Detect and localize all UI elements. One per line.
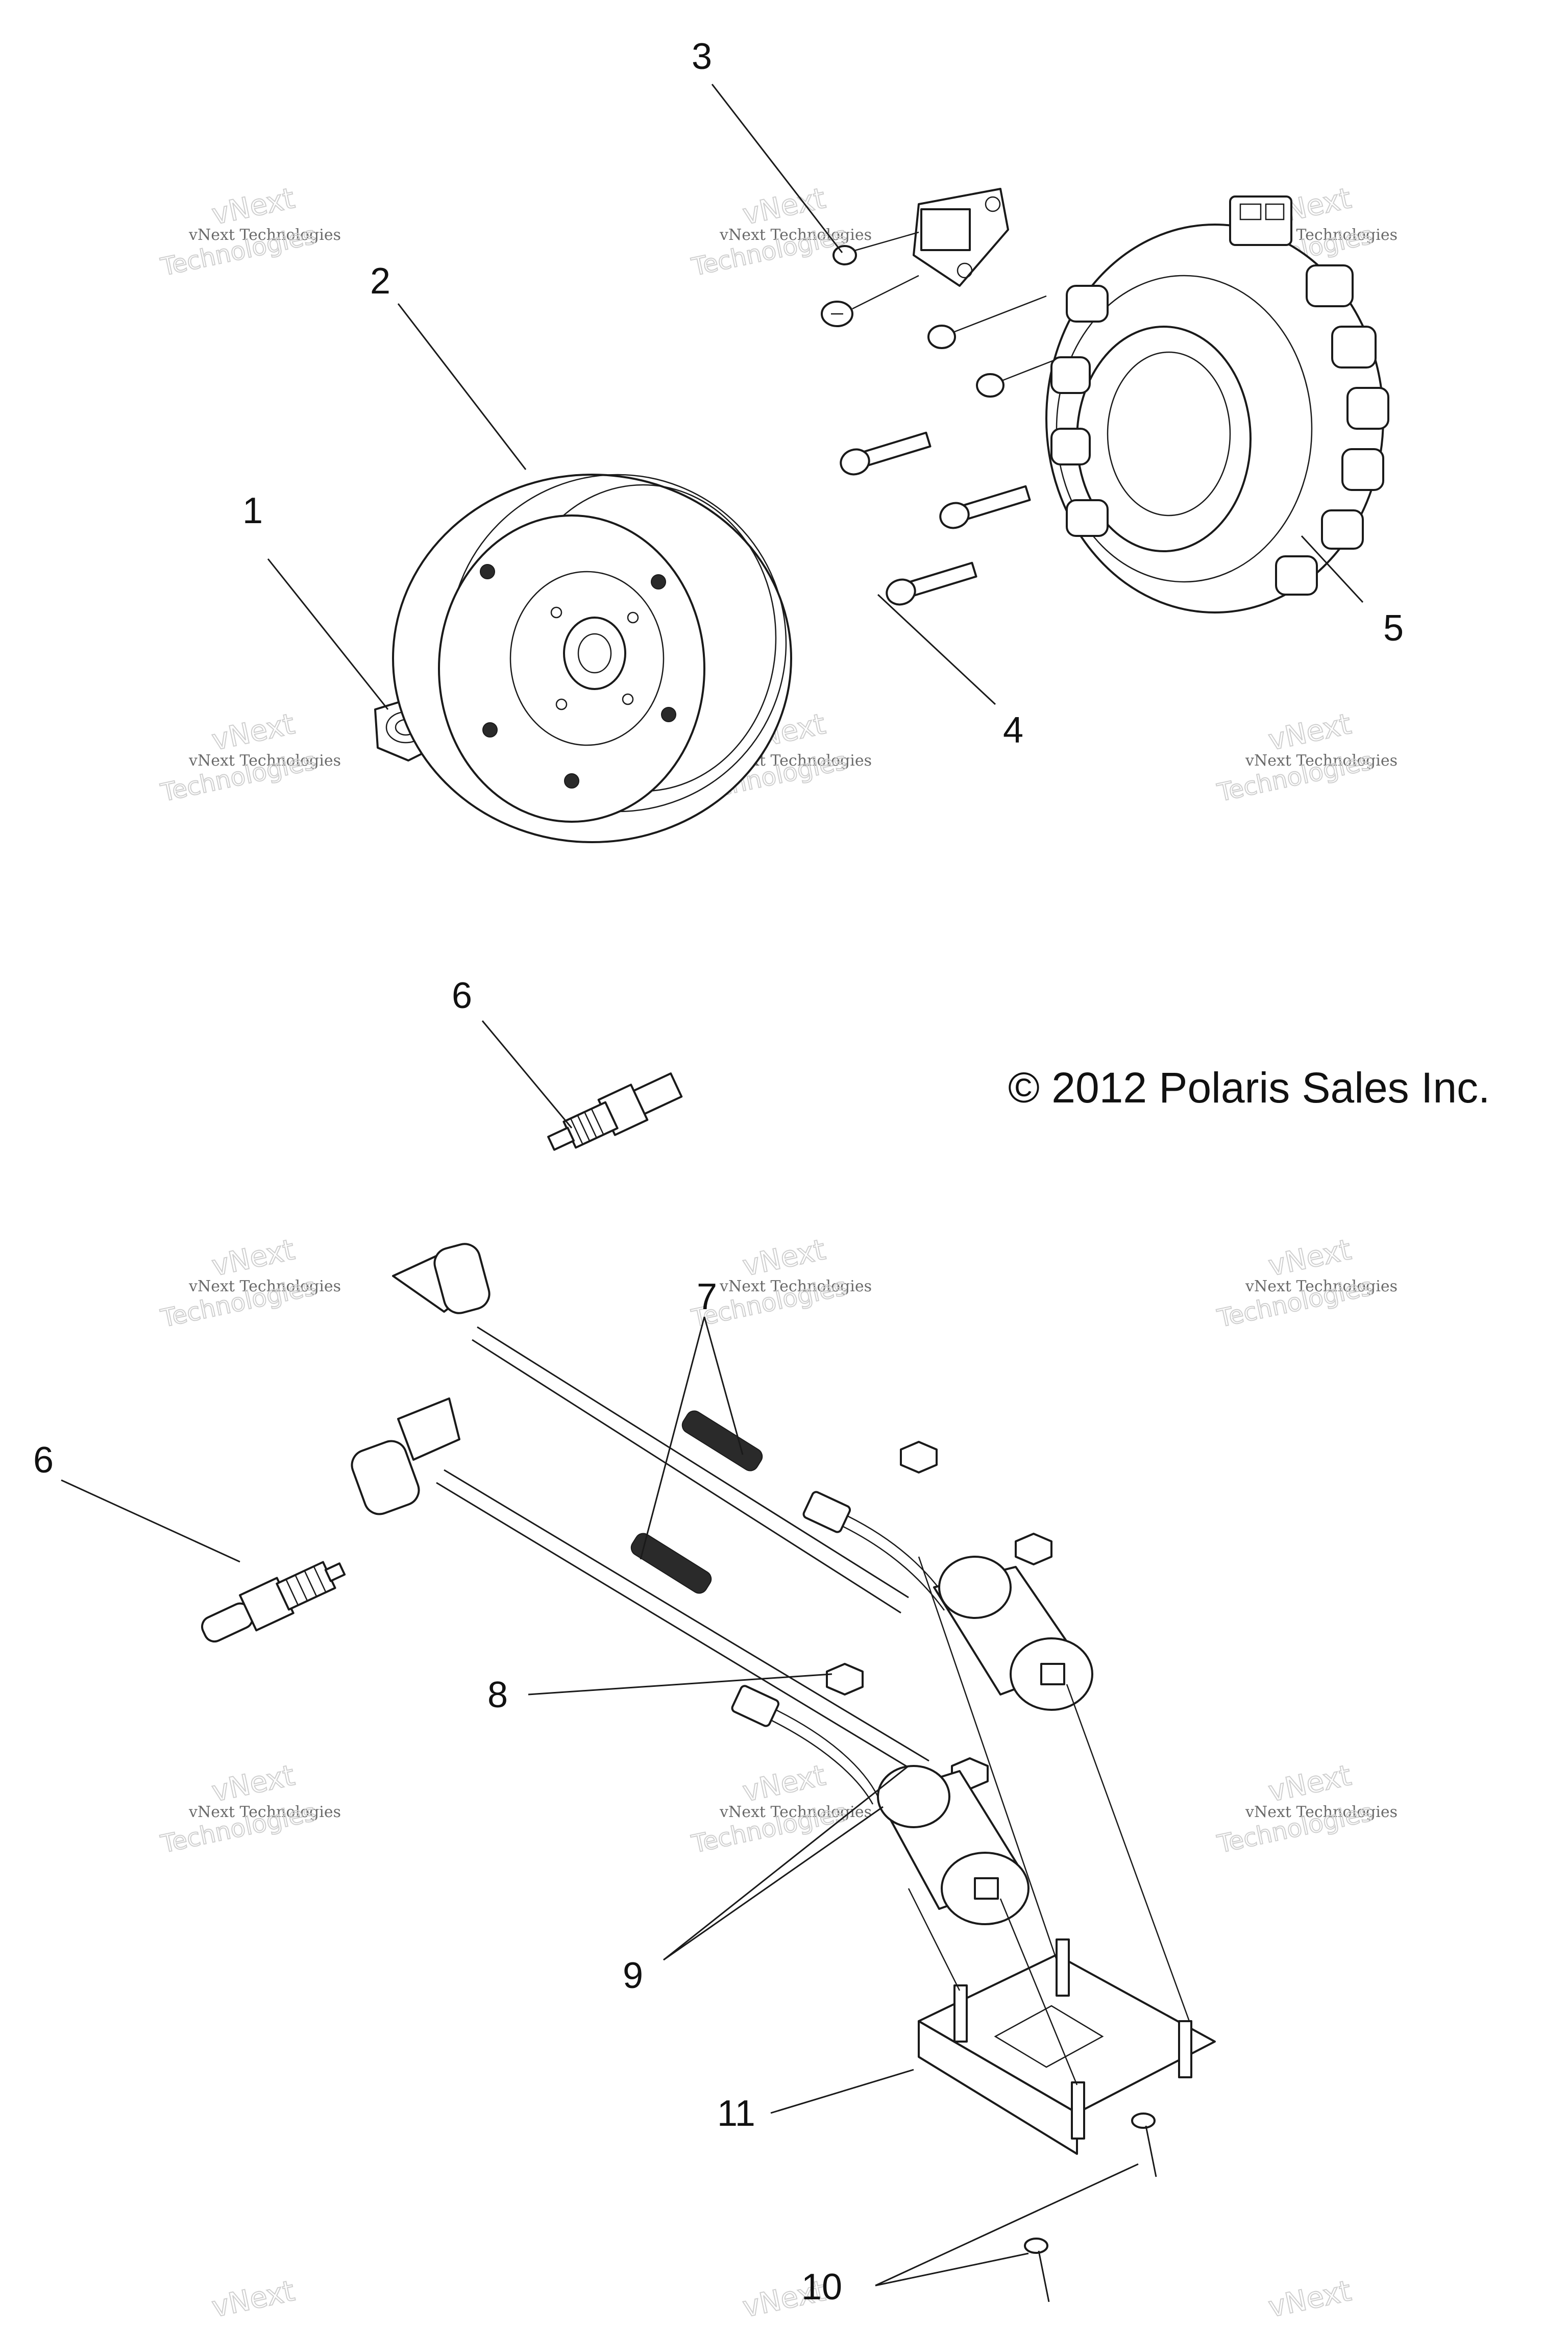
- watermark-outline-vnext: vNext: [209, 2274, 298, 2324]
- leader-lines: [61, 84, 1364, 2287]
- part-spark-plug-cable-lower: [351, 1397, 929, 1775]
- callout-8: 8: [487, 1675, 508, 1715]
- part-stator-bolt: [840, 295, 1062, 606]
- watermark-outline-vnext: vNext: [740, 182, 828, 232]
- leader-line-10b: [875, 2252, 1029, 2287]
- leader-line-11: [770, 2069, 914, 2114]
- leader-line-6-lower: [61, 1479, 240, 1563]
- part-coil-bracket: [918, 1938, 1216, 2155]
- callout-6-upper: 6: [452, 975, 472, 1016]
- part-sensor: [847, 188, 1009, 310]
- part-flywheel: [392, 474, 792, 843]
- callout-1: 1: [242, 490, 263, 531]
- leader-line-9b: [663, 1806, 884, 1961]
- watermark-outline-vnext: vNext: [1265, 707, 1354, 757]
- callout-4: 4: [1003, 710, 1023, 751]
- callout-7: 7: [697, 1276, 717, 1317]
- watermark: vNext vNext Technologies Technologies: [158, 1233, 341, 1334]
- leader-line-5: [1301, 535, 1364, 603]
- callout-6-lower: 6: [33, 1440, 54, 1481]
- watermark: vNext vNext Technologies Technologies: [1214, 1758, 1398, 1859]
- watermark-text: vNext Technologies: [188, 752, 341, 770]
- watermark-outline-vnext: vNext: [1265, 1759, 1354, 1809]
- callout-9: 9: [623, 1955, 643, 1996]
- watermark: vNext vNext Technologies Technologies: [689, 1758, 872, 1859]
- part-ignition-coil-lower: [877, 1765, 1030, 1925]
- watermark-outline-vnext: vNext: [209, 182, 298, 232]
- watermark-outline-vnext: vNext: [1265, 1233, 1354, 1283]
- leader-line-8: [528, 1673, 832, 1696]
- leader-line-6-upper: [481, 1020, 573, 1128]
- part-spark-plug-cable-upper: [392, 1243, 909, 1614]
- watermark-outline-vnext: vNext: [740, 1233, 828, 1283]
- leader-line-10a: [875, 2163, 1139, 2287]
- leader-line-3: [711, 84, 843, 253]
- watermark-outline-vnext: vNext: [209, 1759, 298, 1809]
- part-rivet: [1024, 2113, 1157, 2302]
- leader-line-9a: [663, 1765, 909, 1961]
- watermark-text: vNext Technologies: [188, 1278, 341, 1295]
- part-spark-plug-lower: [201, 1561, 346, 1643]
- watermark-text: vNext Technologies: [719, 1803, 872, 1821]
- watermark: vNext vNext Technologies Technologies: [158, 181, 341, 282]
- watermark: vNext vNext Technologies Technologies: [1214, 707, 1398, 808]
- watermark: vNext: [1265, 2274, 1355, 2325]
- callout-5: 5: [1383, 608, 1404, 649]
- watermark: vNext vNext Technologies Technologies: [158, 1758, 341, 1859]
- leader-line-7b: [640, 1316, 705, 1560]
- watermark-text: vNext Technologies: [1245, 752, 1398, 770]
- leader-line-4: [877, 594, 996, 705]
- watermark-outline-vnext: vNext: [1265, 2274, 1354, 2324]
- watermark-text: vNext Technologies: [719, 1278, 872, 1295]
- leader-line-7a: [703, 1316, 744, 1455]
- callout-10: 10: [801, 2267, 842, 2307]
- watermark: vNext: [208, 2274, 298, 2325]
- watermark-outline-vnext: vNext: [209, 707, 298, 757]
- part-coil-connector: [731, 1491, 950, 1805]
- watermark-text: vNext Technologies: [188, 1803, 341, 1821]
- watermark-text: vNext Technologies: [188, 226, 341, 244]
- callout-labels: 1 2 3 4 5 6 6 7 8 9 10 11: [33, 36, 1404, 2307]
- part-sensor-screw: [821, 245, 857, 327]
- leader-line-2: [397, 303, 527, 470]
- callout-3: 3: [692, 36, 712, 77]
- watermark-text: vNext Technologies: [1245, 1803, 1398, 1821]
- copyright-notice: © 2012 Polaris Sales Inc.: [1008, 1064, 1490, 1112]
- watermark: vNext vNext Technologies Technologies: [158, 707, 341, 808]
- callout-11: 11: [717, 2093, 755, 2134]
- part-spark-plug-upper: [547, 1072, 683, 1151]
- leader-line-1: [267, 558, 389, 710]
- callout-2: 2: [370, 261, 390, 302]
- part-ignition-coil-upper: [933, 1556, 1093, 1711]
- watermark-text: vNext Technologies: [719, 226, 872, 244]
- watermark: vNext vNext Technologies Technologies: [689, 181, 872, 282]
- watermark-outline-vnext: vNext: [209, 1233, 298, 1283]
- part-stator: [1045, 195, 1389, 613]
- watermark-text: vNext Technologies: [1245, 1278, 1398, 1295]
- watermark-outline-vnext: vNext: [740, 1759, 828, 1809]
- watermark: vNext vNext Technologies Technologies: [1214, 1233, 1398, 1334]
